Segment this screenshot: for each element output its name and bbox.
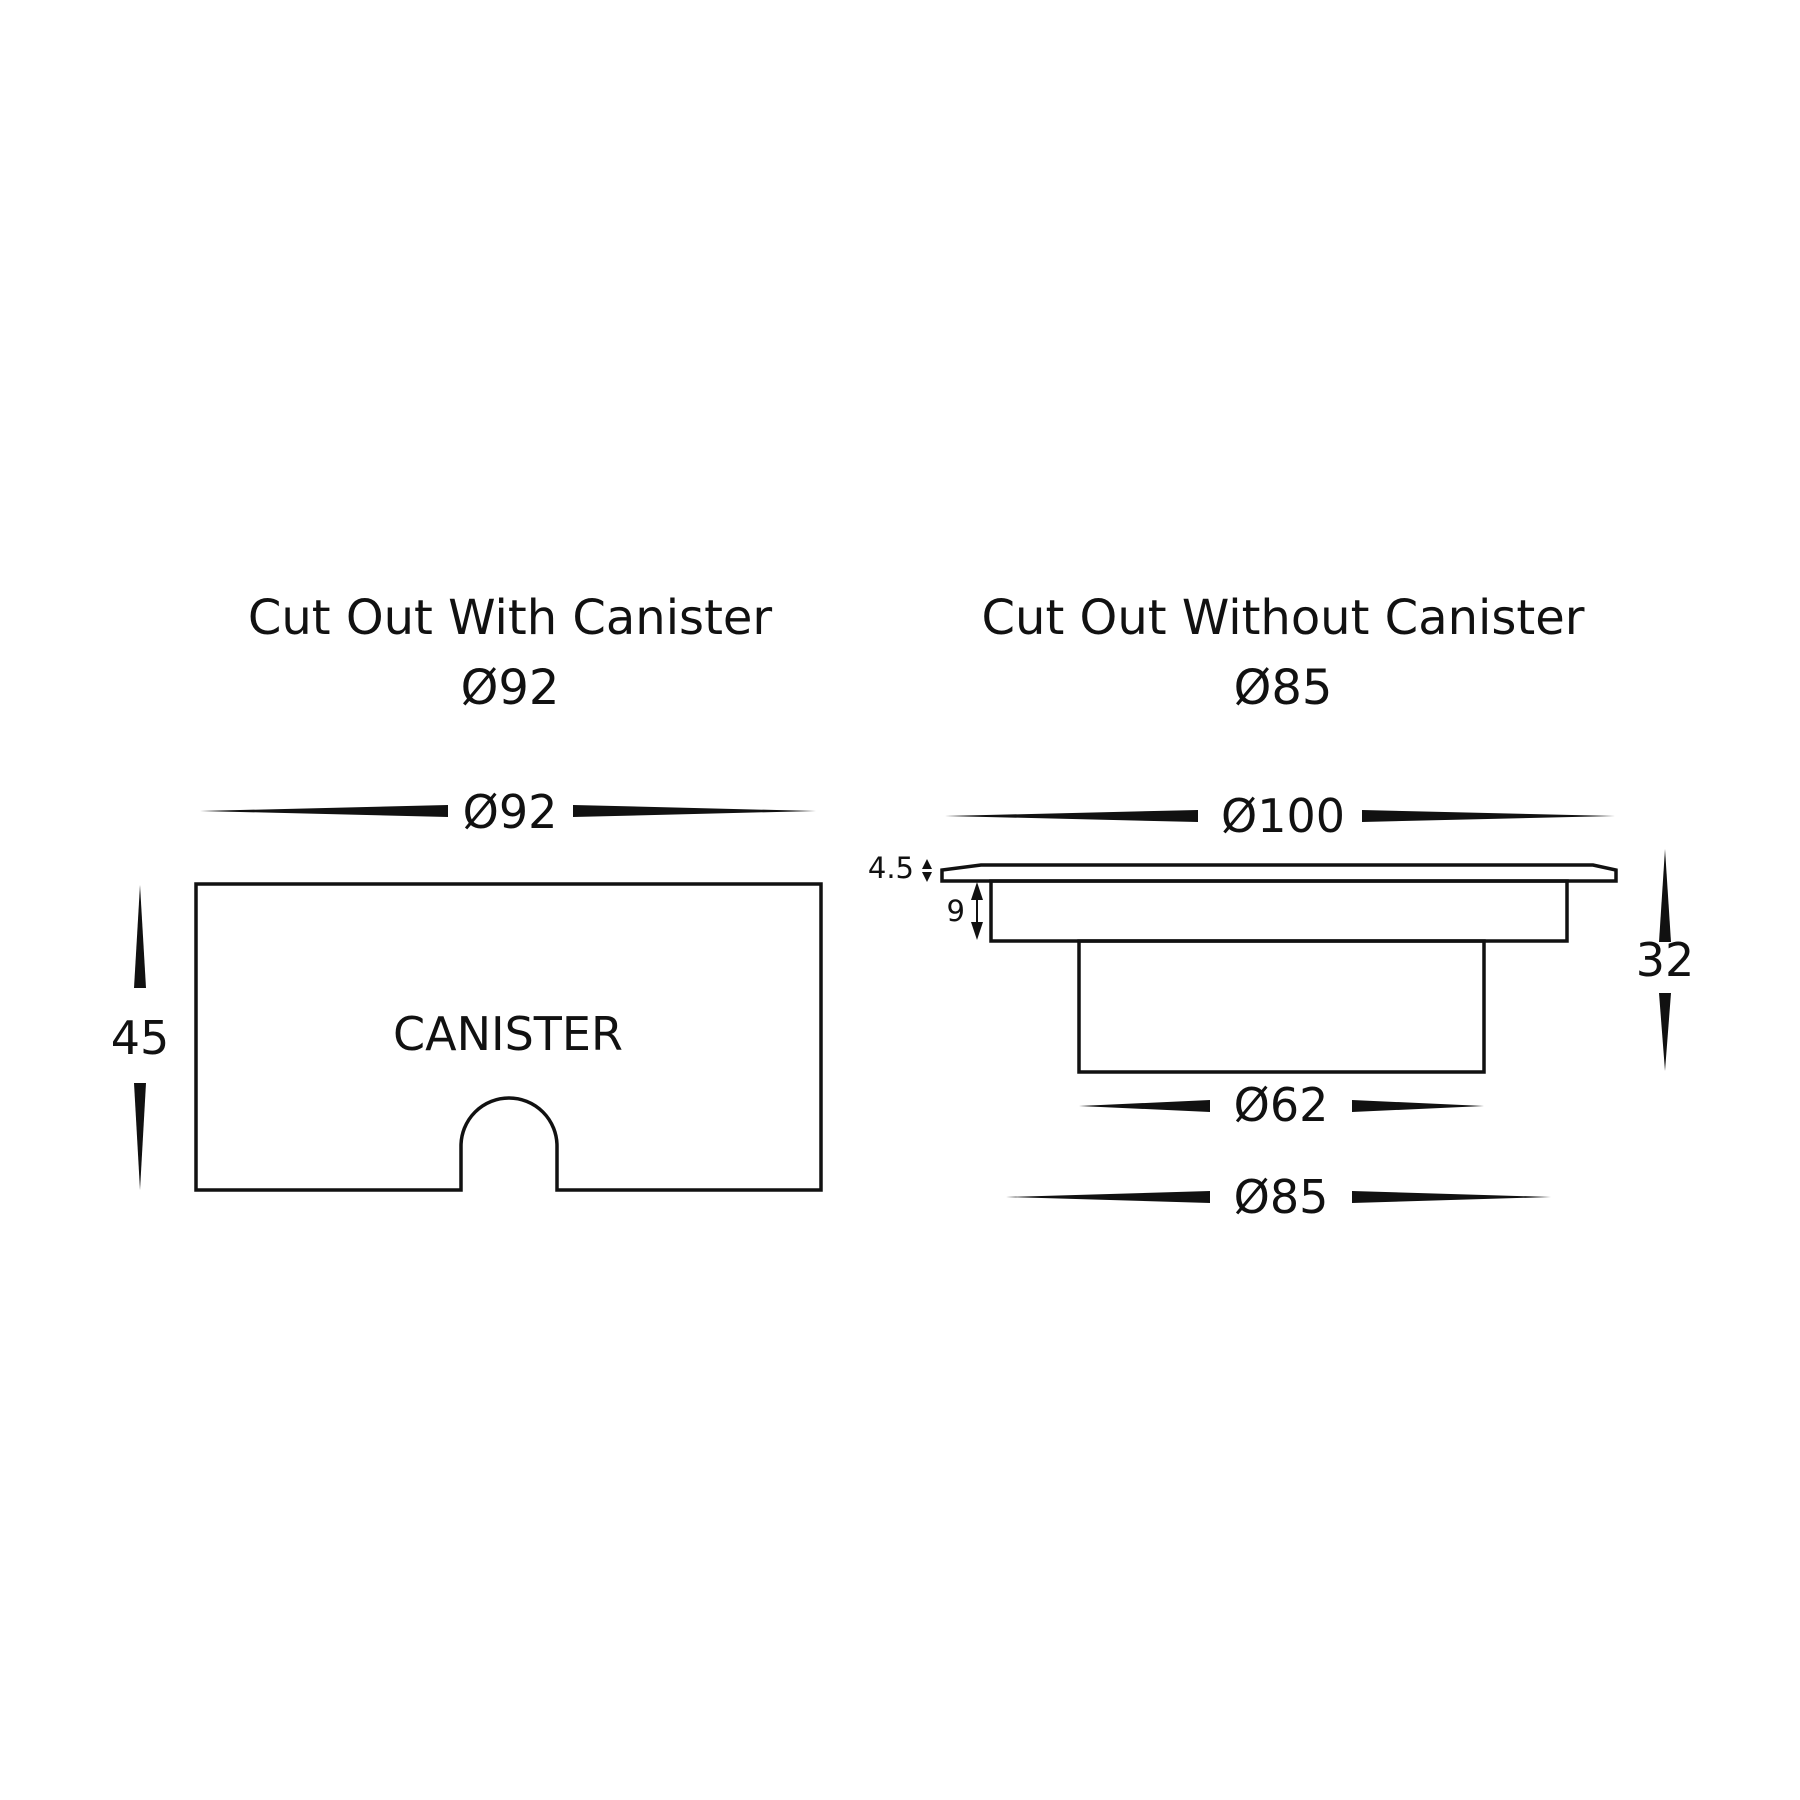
- left-height-label: 45: [111, 1011, 170, 1065]
- right-view: Cut Out Without Canister Ø85 Ø100 4.5 9 …: [868, 590, 1694, 1224]
- total-height-label: 32: [1636, 933, 1695, 987]
- top-width-label: Ø100: [1221, 789, 1345, 843]
- cutout-width-arrow-right: [1352, 1191, 1551, 1203]
- right-view-title: Cut Out Without Canister: [982, 590, 1585, 646]
- left-width-arrow-right: [573, 805, 816, 817]
- left-height-arrow-bottom: [134, 1083, 146, 1190]
- left-width-label: Ø92: [463, 785, 558, 839]
- left-view: Cut Out With Canister Ø92 Ø92 45 CANISTE…: [111, 590, 823, 1192]
- cutout-width-arrow-left: [1006, 1191, 1210, 1203]
- body-outline: [1077, 939, 1486, 1074]
- left-width-arrow-left: [200, 805, 448, 817]
- collar-height-arrow-down: [971, 922, 983, 940]
- flange-thickness-arrow-down: [922, 872, 932, 882]
- left-height-arrow-top: [134, 885, 146, 988]
- top-width-arrow-right: [1362, 810, 1615, 822]
- cutout-width-label: Ø85: [1234, 1170, 1329, 1224]
- collar-height-arrow-up: [971, 882, 983, 900]
- total-height-arrow-bottom: [1659, 993, 1671, 1071]
- canister-label: CANISTER: [393, 1007, 623, 1061]
- body-width-arrow-right: [1352, 1100, 1484, 1112]
- collar-height-label: 9: [947, 894, 965, 928]
- collar-outline: [989, 879, 1569, 943]
- right-view-subtitle: Ø85: [1234, 660, 1333, 716]
- total-height-arrow-top: [1659, 849, 1671, 942]
- flange-thickness-arrow-up: [922, 859, 932, 869]
- canister-outline: [194, 882, 823, 1192]
- left-view-title: Cut Out With Canister: [248, 590, 773, 646]
- top-width-arrow-left: [945, 810, 1198, 822]
- flange-thickness-label: 4.5: [868, 851, 914, 885]
- body-width-label: Ø62: [1234, 1078, 1329, 1132]
- flange-outline: [940, 863, 1618, 883]
- body-width-arrow-left: [1079, 1100, 1210, 1112]
- left-view-subtitle: Ø92: [461, 660, 560, 716]
